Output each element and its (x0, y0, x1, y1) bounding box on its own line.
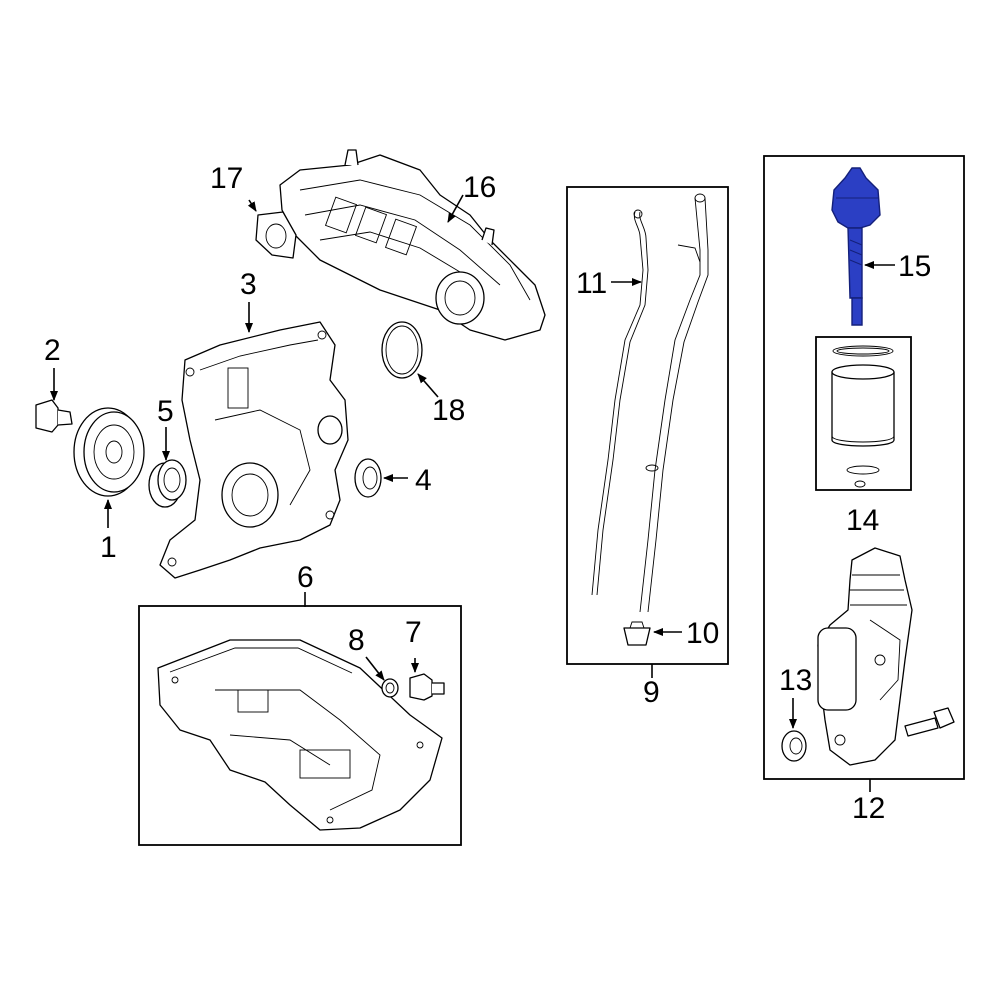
intake-manifold[interactable] (279, 149, 546, 341)
hose-clamp[interactable] (781, 730, 807, 762)
drain-plug[interactable] (409, 673, 445, 701)
oil-pan-group-box (138, 605, 462, 846)
drain-washer[interactable] (381, 678, 399, 698)
filter-kit-box (815, 336, 912, 491)
rear-seal[interactable] (354, 458, 382, 498)
callout-17[interactable]: 17 (210, 162, 243, 195)
housing-bolt[interactable] (904, 707, 955, 737)
oil-filter-kit[interactable] (831, 345, 895, 488)
crankshaft-pulley[interactable] (73, 407, 145, 497)
callout-14[interactable]: 14 (846, 504, 879, 537)
callout-2[interactable]: 2 (44, 334, 61, 367)
dipstick-tube-seal[interactable] (623, 621, 651, 646)
dipstick[interactable] (591, 209, 649, 596)
leader-lines (50, 194, 895, 792)
oil-pan[interactable] (157, 639, 443, 831)
callout-1[interactable]: 1 (100, 531, 117, 564)
callout-11[interactable]: 11 (576, 267, 607, 300)
callout-12[interactable]: 12 (852, 792, 885, 825)
callout-5[interactable]: 5 (157, 395, 174, 428)
callout-18[interactable]: 18 (432, 394, 465, 427)
callout-8[interactable]: 8 (348, 624, 365, 657)
callout-3[interactable]: 3 (240, 268, 257, 301)
callout-16[interactable]: 16 (463, 171, 496, 204)
dipstick-tube[interactable] (639, 193, 709, 613)
oil-filter-cap-highlighted[interactable] (831, 167, 881, 326)
o-ring-18[interactable] (381, 321, 423, 379)
callout-numbers: 1 2 3 4 5 6 7 8 9 10 11 12 13 14 15 16 1… (44, 162, 931, 825)
dipstick-group-box (566, 186, 729, 665)
callout-7[interactable]: 7 (405, 616, 422, 649)
callout-10[interactable]: 10 (686, 617, 719, 650)
manifold-gasket[interactable] (255, 211, 297, 259)
callout-13[interactable]: 13 (779, 664, 812, 697)
callout-6[interactable]: 6 (297, 561, 314, 594)
front-seal[interactable] (148, 459, 187, 508)
callout-9[interactable]: 9 (643, 676, 660, 709)
callout-15[interactable]: 15 (898, 250, 931, 283)
oil-filter-housing[interactable] (817, 547, 913, 766)
timing-cover[interactable] (159, 321, 349, 579)
filter-housing-group-box (763, 155, 965, 780)
pulley-bolt[interactable] (35, 399, 73, 433)
callout-4[interactable]: 4 (415, 464, 432, 497)
